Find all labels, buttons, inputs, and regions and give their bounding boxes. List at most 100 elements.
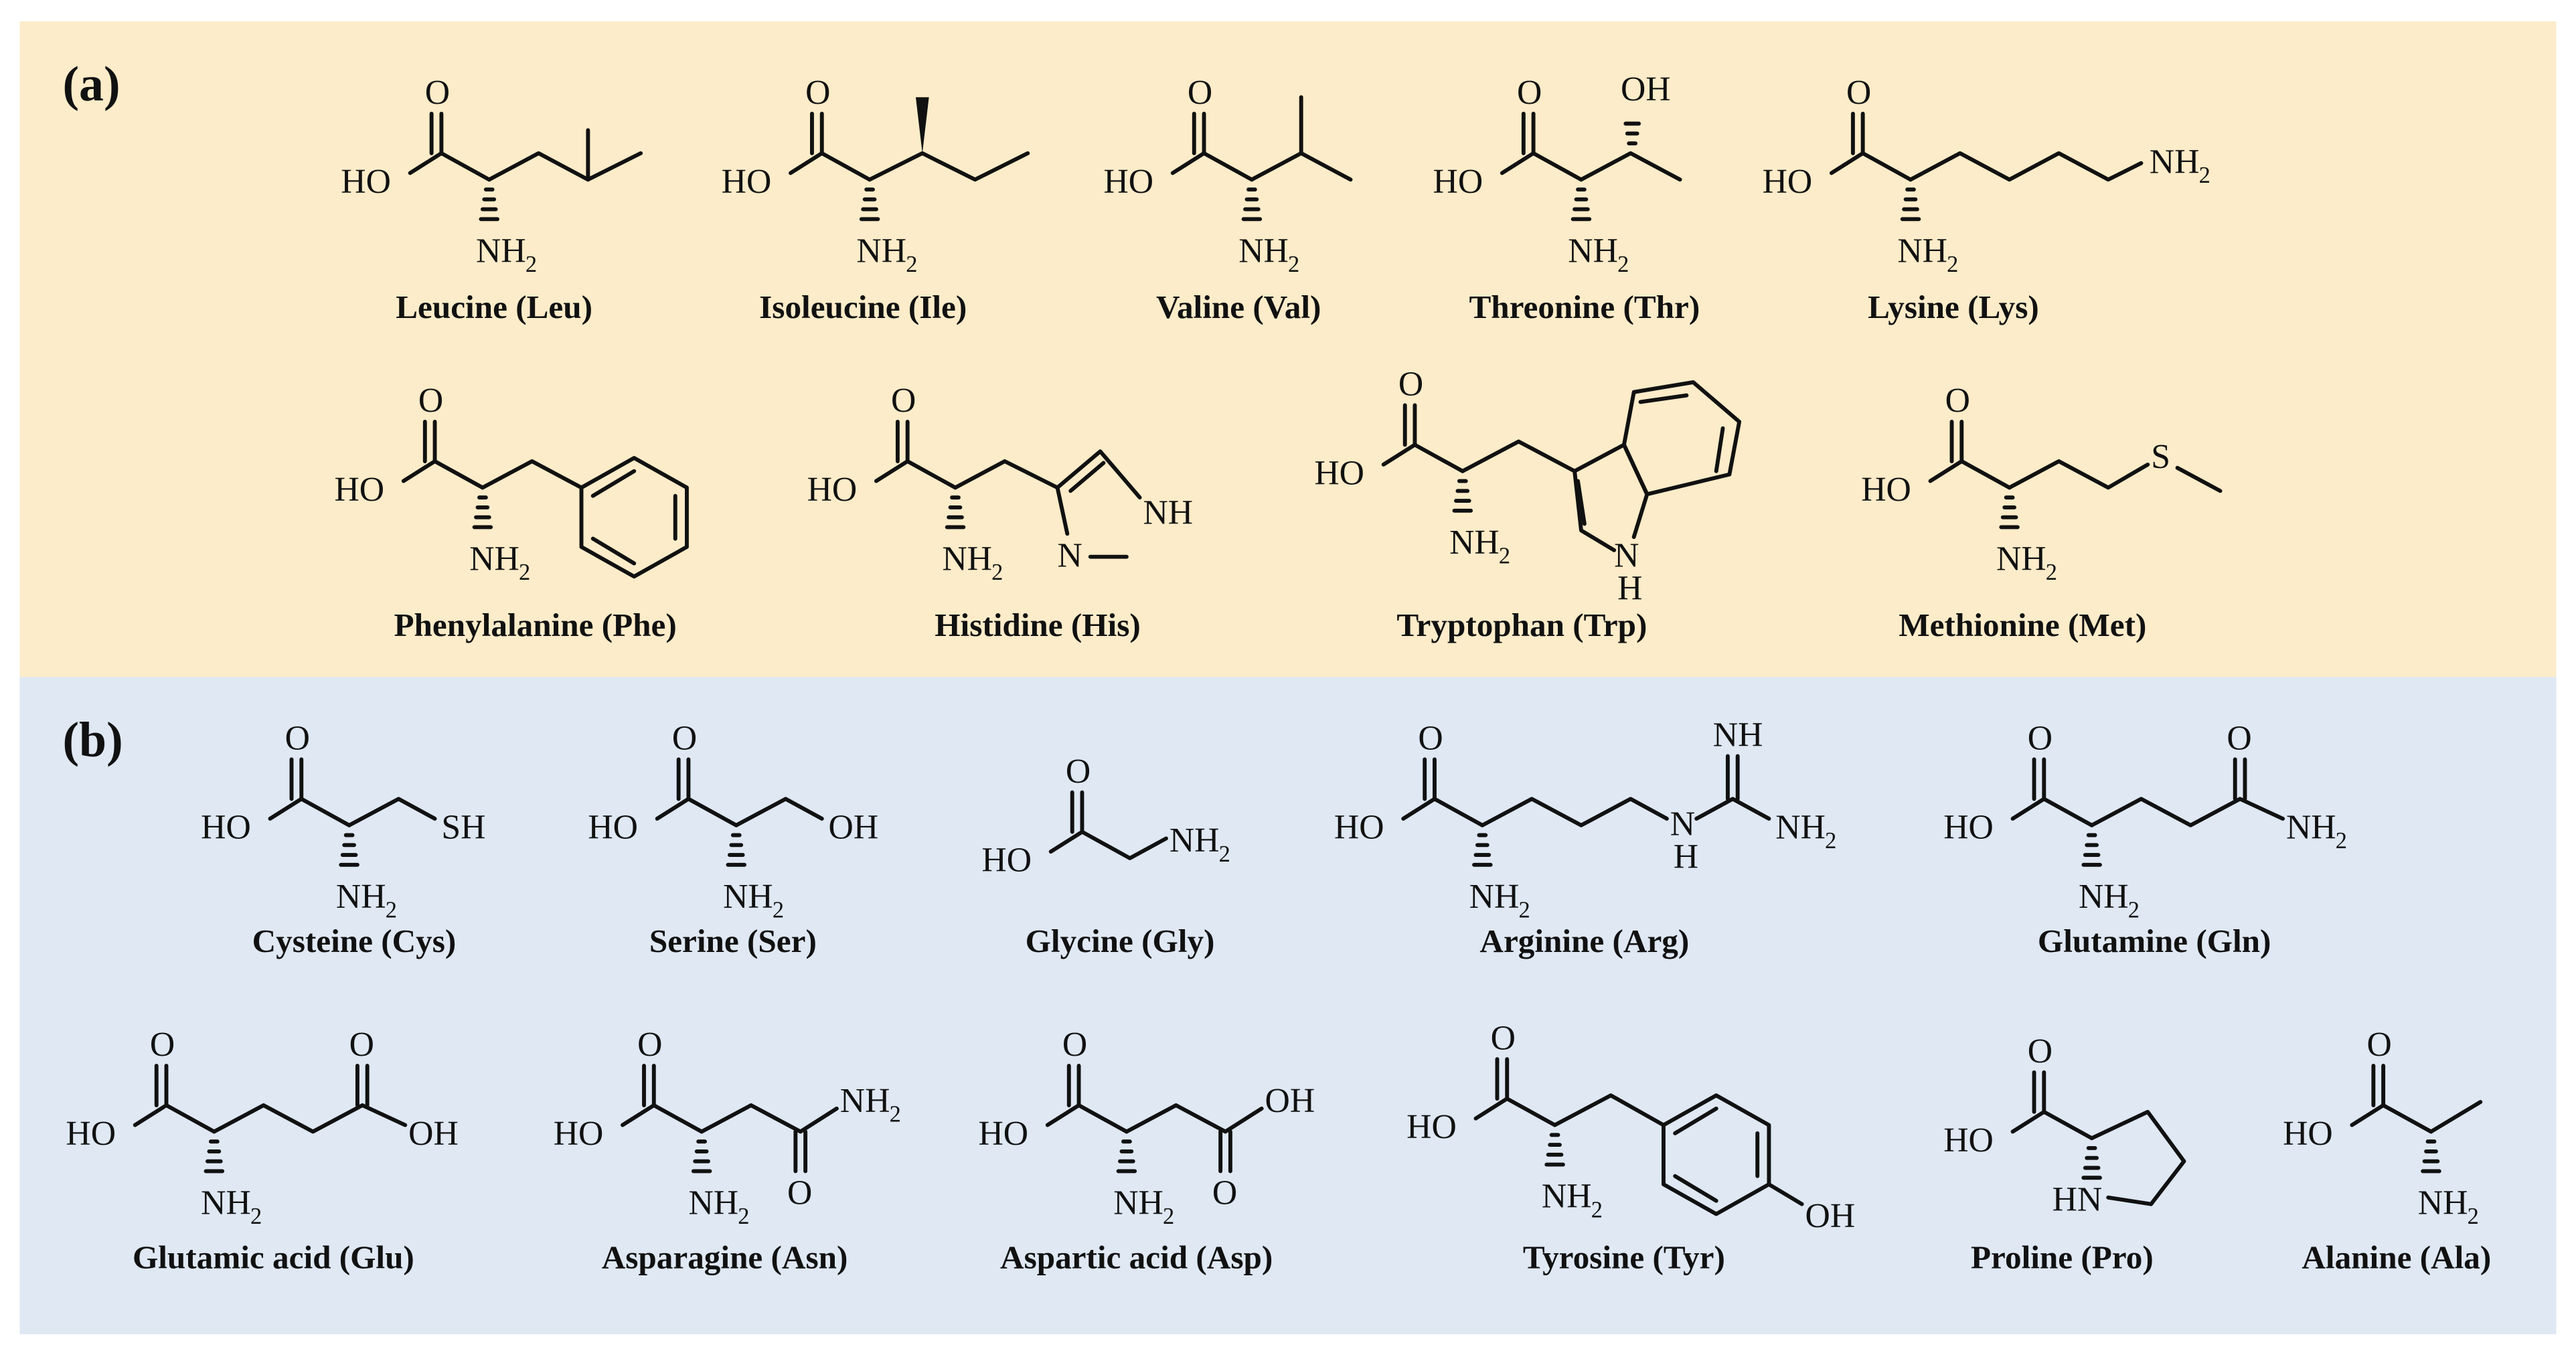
glutamic-acid-name: Glutamic acid (Glu): [133, 1239, 414, 1276]
leucine-structure: HO O NH 2: [341, 74, 643, 277]
svg-text:HO: HO: [1943, 808, 1994, 846]
svg-text:O: O: [637, 1026, 662, 1064]
threonine-name: Threonine (Thr): [1469, 289, 1700, 325]
svg-text:2: 2: [906, 252, 917, 277]
svg-text:NH: NH: [476, 232, 526, 270]
svg-text:NH: NH: [2418, 1184, 2468, 1222]
svg-text:2: 2: [738, 1204, 749, 1229]
phenylalanine-name: Phenylalanine (Phe): [394, 607, 677, 643]
svg-text:NH: NH: [2079, 878, 2129, 916]
svg-text:2: 2: [1163, 1204, 1174, 1229]
svg-text:O: O: [1212, 1174, 1237, 1212]
tyrosine-structure: HO O NH 2 OH: [1406, 1019, 1855, 1235]
svg-text:2: 2: [2046, 560, 2057, 585]
svg-text:HO: HO: [1433, 163, 1483, 201]
tryptophan-structure: HO O NH 2 N H: [1314, 366, 1742, 608]
arginine-name: Arginine (Arg): [1479, 923, 1689, 959]
svg-text:O: O: [1066, 752, 1091, 791]
asparagine-structure: HO O NH 2 O NH 2: [554, 1026, 901, 1229]
svg-text:NH: NH: [201, 1184, 251, 1222]
svg-text:HO: HO: [1334, 808, 1384, 846]
svg-text:NH: NH: [336, 878, 386, 916]
svg-text:O: O: [425, 74, 450, 112]
svg-text:2: 2: [250, 1204, 262, 1229]
svg-text:O: O: [787, 1174, 812, 1212]
svg-text:HO: HO: [334, 471, 384, 509]
svg-text:O: O: [891, 382, 916, 420]
svg-text:OH: OH: [1805, 1197, 1856, 1235]
histidine-structure: HO O NH 2 N NH: [807, 382, 1194, 585]
svg-text:O: O: [1418, 720, 1443, 758]
glutamine-name: Glutamine (Gln): [2038, 923, 2271, 959]
serine-structure: HO O NH 2 OH: [588, 720, 878, 923]
svg-text:OH: OH: [829, 808, 879, 846]
cysteine-structure: HO O NH 2 SH: [201, 720, 485, 923]
valine-name: Valine (Val): [1156, 289, 1321, 325]
svg-text:NH: NH: [1143, 493, 1193, 532]
svg-text:2: 2: [1591, 1197, 1603, 1222]
methionine-structure: HO O NH 2 S: [1861, 382, 2223, 585]
svg-text:2: 2: [526, 252, 537, 277]
alanine-name: Alanine (Ala): [2302, 1239, 2491, 1276]
svg-text:O: O: [1062, 1026, 1087, 1064]
svg-text:NH: NH: [1449, 524, 1500, 562]
svg-text:HO: HO: [1943, 1121, 1994, 1160]
svg-text:NH: NH: [688, 1184, 738, 1222]
svg-text:NH: NH: [2286, 808, 2336, 846]
svg-text:N: N: [1058, 536, 1082, 574]
svg-text:NH: NH: [1238, 232, 1289, 270]
svg-text:O: O: [805, 74, 830, 112]
panel-b-background: [19, 677, 2557, 1334]
svg-text:NH: NH: [723, 878, 773, 916]
lysine-name: Lysine (Lys): [1868, 289, 2039, 325]
alanine-structure: HO O NH 2: [2283, 1026, 2483, 1229]
svg-text:HO: HO: [807, 471, 858, 509]
svg-text:NH: NH: [469, 540, 519, 578]
svg-text:2: 2: [2128, 898, 2140, 923]
glutamine-structure: HO O NH 2 O NH 2: [1943, 720, 2347, 923]
svg-text:2: 2: [1947, 252, 1958, 277]
svg-text:2: 2: [2468, 1204, 2479, 1229]
panel-b-label: (b): [62, 712, 123, 767]
svg-text:2: 2: [991, 560, 1003, 585]
svg-text:2: 2: [386, 898, 397, 923]
svg-text:NH: NH: [1469, 878, 1520, 916]
svg-text:NH: NH: [1568, 232, 1618, 270]
arginine-structure: HO O NH 2 N H NH NH 2: [1334, 716, 1836, 923]
svg-text:2: 2: [1518, 898, 1530, 923]
svg-text:OH: OH: [1621, 70, 1671, 108]
svg-text:NH: NH: [856, 232, 906, 270]
tyrosine-name: Tyrosine (Tyr): [1523, 1239, 1725, 1276]
svg-text:O: O: [2227, 720, 2251, 758]
svg-text:2: 2: [1617, 252, 1629, 277]
panel-a-label: (a): [62, 56, 120, 111]
phenylalanine-structure: HO O NH 2: [334, 382, 689, 585]
svg-text:2: 2: [519, 560, 530, 585]
svg-text:HO: HO: [1314, 454, 1364, 492]
svg-text:O: O: [2028, 720, 2052, 758]
svg-text:HO: HO: [66, 1115, 116, 1153]
svg-text:O: O: [2367, 1026, 2392, 1064]
svg-text:HO: HO: [341, 163, 391, 201]
svg-text:2: 2: [1499, 544, 1510, 569]
cysteine-name: Cysteine (Cys): [252, 923, 457, 959]
lysine-structure: HO O NH 2 NH 2: [1763, 74, 2210, 277]
glycine-name: Glycine (Gly): [1026, 923, 1215, 959]
svg-text:HO: HO: [1861, 471, 1911, 509]
svg-text:N: N: [1670, 805, 1695, 844]
svg-text:NH: NH: [840, 1082, 890, 1120]
svg-text:HO: HO: [201, 808, 251, 846]
tryptophan-name: Tryptophan (Trp): [1396, 607, 1647, 643]
svg-text:SH: SH: [441, 808, 485, 846]
svg-text:2: 2: [773, 898, 784, 923]
svg-text:OH: OH: [1265, 1082, 1315, 1120]
svg-text:O: O: [672, 720, 697, 758]
svg-text:HO: HO: [1763, 163, 1813, 201]
panel-a-background: [19, 21, 2557, 677]
glutamic-acid-structure: HO O NH 2 O OH: [66, 1026, 458, 1229]
asparagine-name: Asparagine (Asn): [602, 1239, 848, 1276]
isoleucine-name: Isoleucine (Ile): [759, 289, 967, 325]
svg-text:NH: NH: [1170, 821, 1220, 860]
svg-text:HN: HN: [2052, 1180, 2103, 1218]
